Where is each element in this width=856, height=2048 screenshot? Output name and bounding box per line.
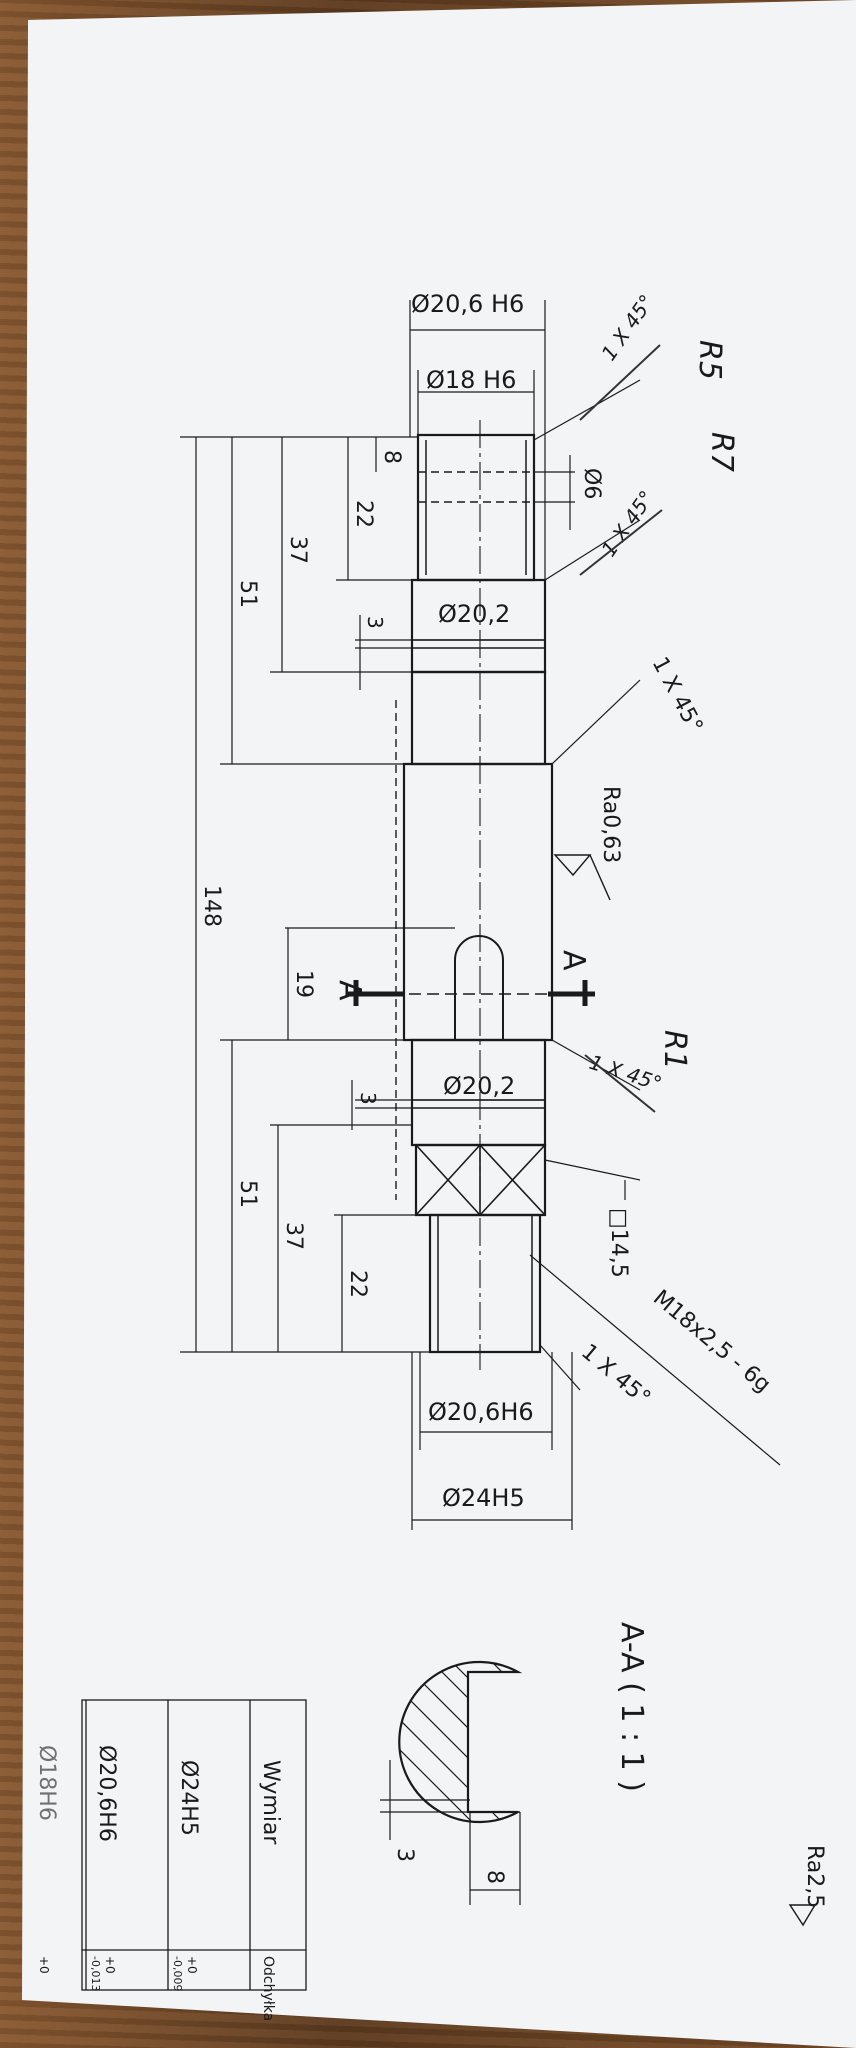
- dim-length-22-bottom: 22: [345, 1270, 370, 1298]
- dim-length-8: 8: [379, 450, 404, 464]
- corner-roughness-label: Ra2,5: [802, 1845, 827, 1908]
- dim-dia-6: Ø6: [579, 468, 604, 499]
- dim-small-3-bottom: 3: [356, 1092, 380, 1105]
- roughness-label: Ra0,63: [598, 786, 623, 863]
- dim-length-37-top: 37: [285, 536, 310, 564]
- roughness-symbol: [553, 854, 592, 877]
- table-row-1-bot: -0,009: [171, 1956, 184, 1991]
- dim-length-51-top: 51: [235, 580, 260, 608]
- table-row-3-wymiar: Ø18H6: [34, 1745, 59, 1821]
- dim-dia-20-6-top: Ø20,6 H6: [411, 290, 524, 318]
- dim-length-22-top: 22: [351, 500, 376, 528]
- table-row-3-top: +0: [37, 1956, 51, 1974]
- dim-dia-18: Ø18 H6: [426, 366, 516, 394]
- table-row-1-top: +0: [185, 1956, 199, 1974]
- section-mark-right: A: [556, 950, 591, 971]
- corner-roughness-symbol: [788, 1904, 817, 1927]
- handwritten-note-r1: R1: [657, 1030, 692, 1070]
- hole-hidden-lines: [395, 471, 534, 1200]
- table-row-2-top: +0: [103, 1956, 117, 1974]
- dim-dia-20-2-bottom: Ø20,2: [443, 1072, 515, 1100]
- dimension-lines: [180, 300, 781, 1530]
- handwritten-note-r7: R7: [704, 432, 739, 472]
- table-row-1-wymiar: Ø24H5: [176, 1760, 201, 1836]
- table-header-wymiar: Wymiar: [258, 1760, 283, 1845]
- dim-small-3-top: 3: [363, 616, 387, 629]
- section-title: A-A ( 1 : 1 ): [614, 1622, 649, 1792]
- tolerance-table: [81, 1699, 307, 1991]
- section-dim-width: 8: [482, 1870, 507, 1884]
- dim-length-148: 148: [199, 885, 224, 927]
- dim-length-19: 19: [291, 970, 316, 998]
- dim-dia-20-6-bottom: Ø20,6H6: [428, 1398, 534, 1426]
- table-row-2-wymiar: Ø20,6H6: [94, 1745, 119, 1842]
- square-label: □14,5: [606, 1208, 631, 1278]
- table-header-odchylka: Odchyłka: [260, 1956, 276, 2021]
- handwritten-note-r5: R5: [692, 340, 727, 380]
- dim-dia-24: Ø24H5: [442, 1484, 525, 1512]
- paper-sheet: [22, 0, 856, 2048]
- section-cut-line: [348, 980, 595, 1006]
- section-mark-left: A: [332, 980, 367, 1001]
- dim-dia-20-2-top: Ø20,2: [438, 600, 510, 628]
- keyway-slot: [454, 935, 504, 1041]
- dim-length-51-bottom: 51: [235, 1180, 260, 1208]
- section-dim-depth: 3: [392, 1848, 417, 1862]
- table-row-2-bot: -0,013: [89, 1956, 102, 1991]
- dim-length-37-bottom: 37: [281, 1222, 306, 1250]
